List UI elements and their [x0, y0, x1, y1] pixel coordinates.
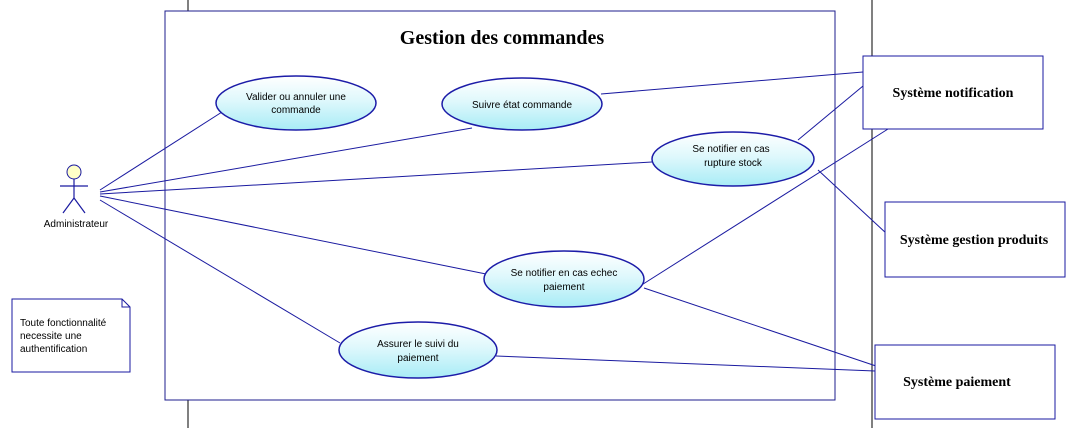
usecase-label-line2: commande: [271, 105, 321, 116]
assoc-echec-notification: [639, 128, 889, 287]
usecase-label-line1: Valider ou annuler une: [246, 92, 346, 103]
note-fold-icon: [121, 299, 130, 308]
system-boundary: [164, 10, 836, 401]
actor-head-icon: [66, 164, 82, 180]
system-paiement[interactable]: Système paiement: [874, 344, 1056, 420]
usecase-suivi-paiement[interactable]: Assurer le suivi du paiement: [338, 321, 498, 379]
actor-label: Administrateur: [44, 219, 109, 230]
note-line3: authentification: [20, 344, 87, 355]
assoc-actor-valider: [99, 111, 223, 191]
usecase-label-line1: Se notifier en cas echec: [511, 268, 618, 279]
system-gestion-produits-label: Système gestion produits: [900, 233, 1049, 248]
usecase-label-line2: rupture stock: [704, 158, 763, 169]
assoc-echec-paiement: [643, 287, 877, 367]
assoc-rupture-notification: [797, 85, 864, 141]
usecase-notifier-rupture[interactable]: Se notifier en cas rupture stock: [651, 131, 815, 187]
usecase-label-line1: Assurer le suivi du: [377, 339, 459, 350]
usecase-label-line1: Suivre état commande: [472, 100, 572, 111]
assoc-rupture-produits: [817, 169, 888, 235]
assoc-suivi-paiement-systeme: [495, 355, 876, 372]
associations: [99, 71, 889, 372]
note-authentification[interactable]: Toute fonctionnalité necessite une authe…: [11, 298, 131, 373]
system-title: Gestion des commandes: [400, 27, 605, 49]
system-paiement-label: Système paiement: [903, 375, 1011, 390]
note-line2: necessite une: [20, 331, 82, 342]
system-notification-label: Système notification: [893, 86, 1014, 101]
assoc-actor-notifier-rupture: [99, 161, 653, 195]
assoc-suivre-notification: [600, 71, 864, 95]
usecase-valider-annuler[interactable]: Valider ou annuler une commande: [215, 75, 377, 131]
usecase-suivre-etat[interactable]: Suivre état commande: [441, 77, 603, 131]
usecase-label-line2: paiement: [543, 282, 584, 293]
usecase-label-line2: paiement: [397, 353, 438, 364]
assoc-actor-suivi-paiement: [99, 199, 341, 344]
assoc-actor-notifier-echec: [99, 195, 487, 275]
actor-administrateur[interactable]: Administrateur: [44, 164, 109, 230]
system-gestion-produits[interactable]: Système gestion produits: [884, 201, 1066, 278]
usecase-notifier-echec[interactable]: Se notifier en cas echec paiement: [483, 250, 645, 308]
usecase-label-line1: Se notifier en cas: [692, 144, 769, 155]
note-line1: Toute fonctionnalité: [20, 318, 107, 329]
assoc-actor-suivre-etat: [99, 127, 473, 193]
system-notification[interactable]: Système notification: [862, 55, 1044, 130]
